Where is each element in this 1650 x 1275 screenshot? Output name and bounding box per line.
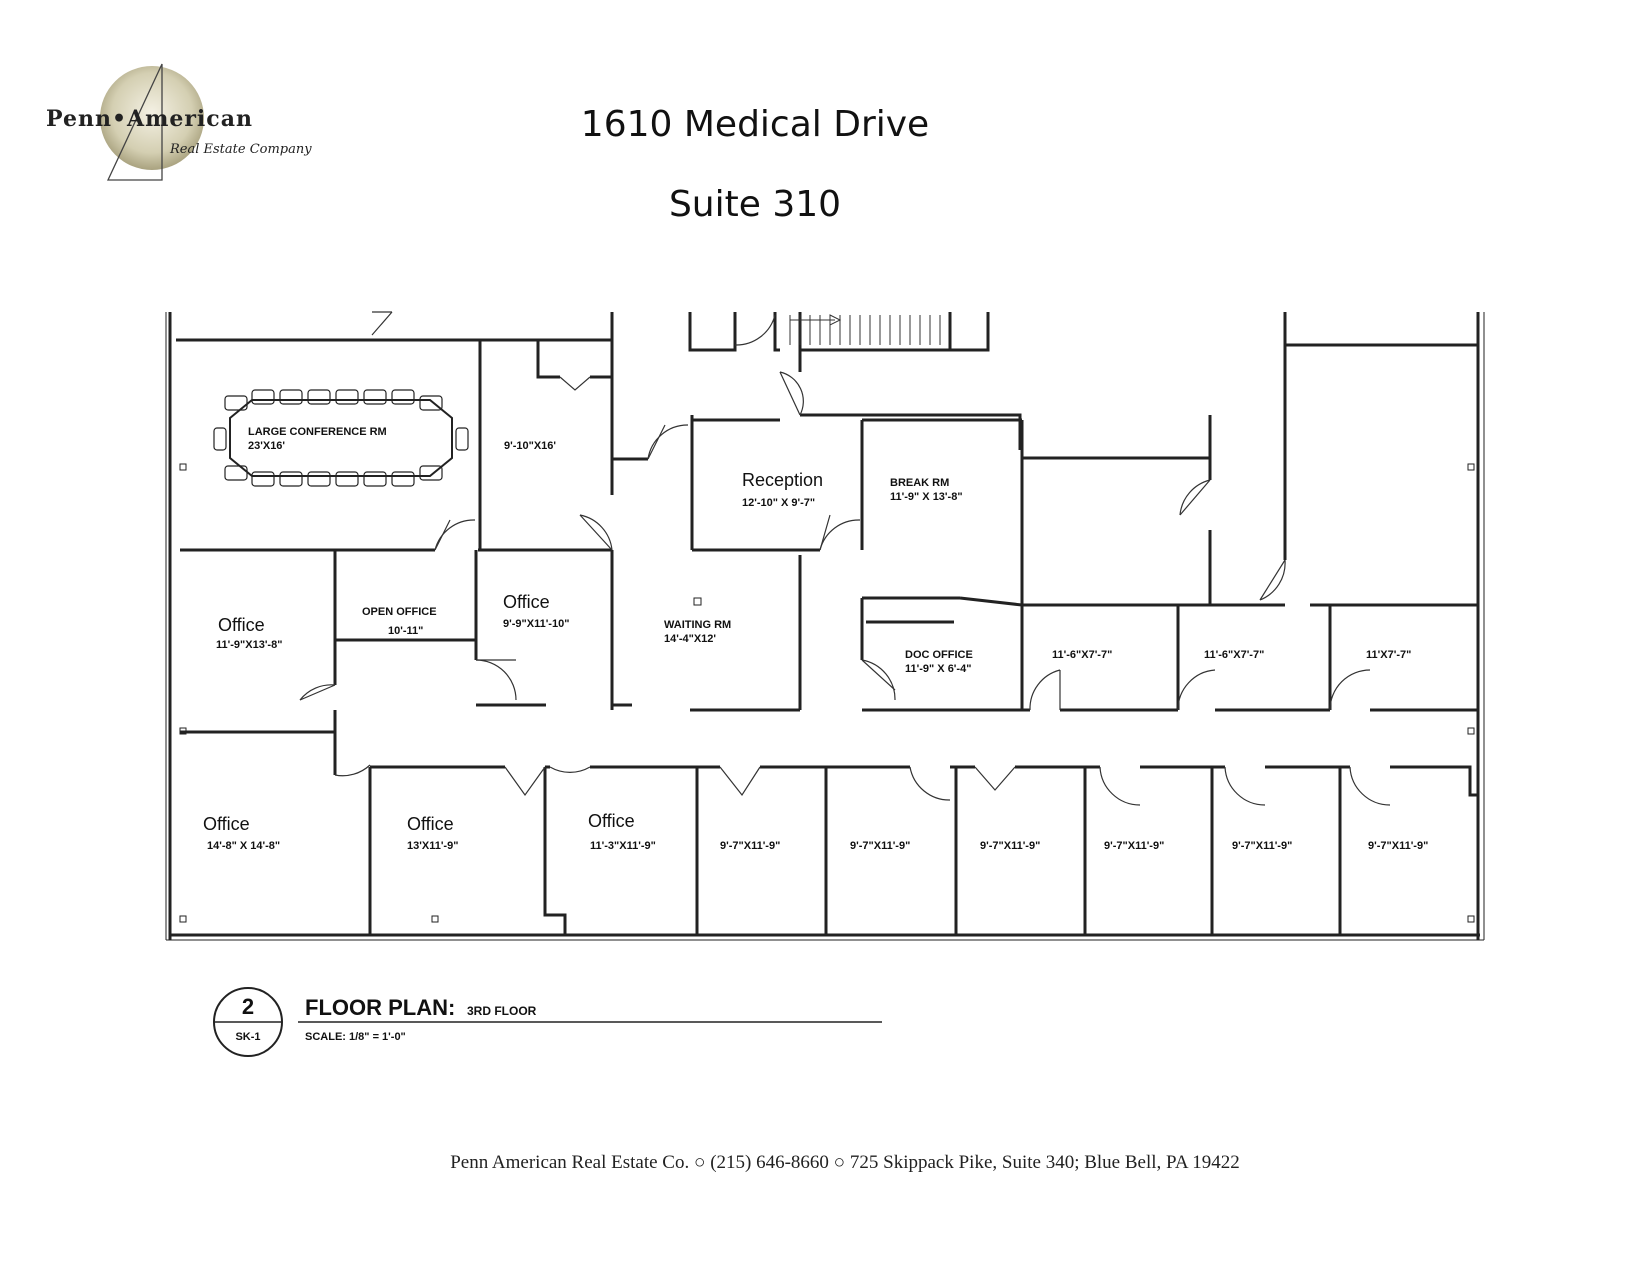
plan-scale: SCALE: 1/8" = 1'-0"	[305, 1031, 406, 1043]
waiting-room-size: 14'-4"X12'	[664, 633, 716, 645]
bottom-office-3-size: 11'-3"X11'-9"	[590, 840, 656, 852]
footer-contact: Penn American Real Estate Co. ○ (215) 64…	[450, 1152, 1240, 1173]
reception-name: Reception	[742, 470, 823, 490]
plan-title-block: 2 SK-1 FLOOR PLAN: 3RD FLOOR SCALE: 1/8"…	[213, 987, 882, 1057]
bottom-room-8-size: 9'-7"X11'-9"	[1232, 840, 1292, 852]
bottom-room-9-size: 9'-7"X11'-9"	[1368, 840, 1428, 852]
bottom-office-3-name: Office	[588, 811, 635, 831]
logo-company-name: Penn•American	[46, 106, 253, 132]
doc-office-size: 11'-9" X 6'-4"	[905, 663, 971, 675]
small-room-1-size: 11'-6"X7'-7"	[1052, 649, 1112, 661]
small-room-2-size: 11'-6"X7'-7"	[1204, 649, 1264, 661]
bottom-office-1-name: Office	[203, 814, 250, 834]
break-room-size: 11'-9" X 13'-8"	[890, 491, 963, 503]
plan-label: FLOOR PLAN:	[305, 995, 455, 1020]
page-subtitle: Suite 310	[668, 184, 842, 225]
office-left-name: Office	[218, 615, 265, 635]
room-9-10-size: 9'-10"X16'	[504, 440, 556, 452]
plan-number: 2	[242, 994, 254, 1019]
conference-table	[213, 389, 469, 487]
conference-room-name: LARGE CONFERENCE RM	[248, 426, 387, 438]
column-markers	[179, 463, 1475, 923]
bottom-room-7-size: 9'-7"X11'-9"	[1104, 840, 1164, 852]
doors	[299, 311, 1391, 806]
open-office-size: 10'-11"	[388, 625, 423, 637]
logo-tagline: Real Estate Company	[170, 142, 312, 157]
bottom-office-2-size: 13'X11'-9"	[407, 840, 458, 852]
small-room-3-size: 11'X7'-7"	[1366, 649, 1411, 661]
company-logo: Penn•American Real Estate Company	[40, 60, 330, 190]
plan-floor: 3RD FLOOR	[467, 1004, 537, 1018]
office-mid-name: Office	[503, 592, 550, 612]
office-left-size: 11'-9"X13'-8"	[216, 639, 282, 651]
walls	[165, 312, 1485, 941]
stairs	[789, 314, 941, 345]
open-office-name: OPEN OFFICE	[362, 606, 437, 618]
office-mid-size: 9'-9"X11'-10"	[503, 618, 569, 630]
doc-office-name: DOC OFFICE	[905, 649, 973, 661]
break-room-name: BREAK RM	[890, 477, 949, 489]
plan-sheet: SK-1	[235, 1031, 260, 1043]
bottom-office-2-name: Office	[407, 814, 454, 834]
conference-room-size: 23'X16'	[248, 440, 285, 452]
bottom-room-6-size: 9'-7"X11'-9"	[980, 840, 1040, 852]
reception-size: 12'-10" X 9'-7"	[742, 497, 815, 509]
waiting-room-name: WAITING RM	[664, 619, 731, 631]
page-title: 1610 Medical Drive	[580, 104, 930, 145]
bottom-office-1-size: 14'-8" X 14'-8"	[207, 840, 280, 852]
bottom-room-5-size: 9'-7"X11'-9"	[850, 840, 910, 852]
logo-emblem-icon	[100, 63, 204, 181]
bottom-room-4-size: 9'-7"X11'-9"	[720, 840, 780, 852]
room-labels: LARGE CONFERENCE RM 23'X16' 9'-10"X16' R…	[203, 426, 1428, 852]
